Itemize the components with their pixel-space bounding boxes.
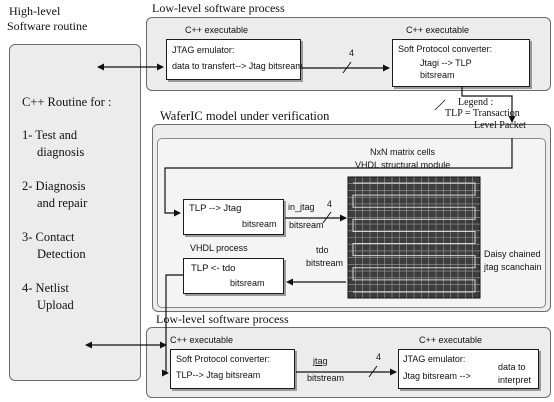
top-left-exec-label: C++ executable xyxy=(185,25,249,35)
tlp-to-jtag-box xyxy=(183,199,284,235)
bottom-right-exec-label: C++ executable xyxy=(419,335,483,345)
matrix-label-line2: VHDL structural module xyxy=(355,160,451,170)
routine-item-4-line1: 4- Netlist xyxy=(22,281,69,295)
in-jtag-width: 4 xyxy=(327,199,333,209)
top-emulator-line2: data to transfert--> Jtag bitsream xyxy=(172,61,303,71)
bottom-data-line1: data to xyxy=(498,362,526,372)
bottom-emulator-line2: Jtag bitsream --> xyxy=(403,371,471,381)
routine-item-2-line2: and repair xyxy=(37,196,88,210)
bus-slash-bottom xyxy=(368,365,378,378)
legend-line1: Legend : xyxy=(458,97,494,108)
daisy-chain-line1: Daisy chained xyxy=(484,249,541,259)
arrow-tlp-into-wafer xyxy=(164,138,513,217)
tlp-jtag-line2: bitsream xyxy=(242,219,277,229)
routine-item-1-line1: 1- Test and xyxy=(22,128,78,142)
top-converter-line2: Jtagi --> TLP xyxy=(420,58,472,68)
tlp-tdo-line1: TLP <- tdo xyxy=(191,263,236,274)
bus-slash-top xyxy=(342,61,352,74)
tlp-from-tdo-box xyxy=(183,258,284,294)
protocol-converter-box-bottom xyxy=(170,349,295,389)
tdo-sub: bitstream xyxy=(306,258,344,268)
arrow-tdo-to-converter xyxy=(162,274,183,377)
tlp-jtag-line1: TLP --> Jtag xyxy=(189,203,242,214)
daisy-chain-line2: jtag scanchain xyxy=(484,262,542,272)
nxn-matrix-block xyxy=(347,176,481,299)
protocol-converter-box-top xyxy=(392,39,530,87)
legend-pointer xyxy=(434,99,446,111)
high-level-routine-panel xyxy=(9,44,141,381)
top-emulator-line1: JTAG emulator: xyxy=(172,45,235,55)
bottom-converter-line2: TLP--> Jtag bitsream xyxy=(176,370,261,380)
routine-item-1-line2: diagnosis xyxy=(37,145,85,159)
in-jtag-label: in_jtag xyxy=(288,202,315,212)
wafer-title: WaferIC model under verification xyxy=(160,109,330,123)
top-converter-line3: bitsream xyxy=(420,70,455,80)
matrix-label-line1: NxN matrix cells xyxy=(370,147,436,157)
tdo-label: tdo xyxy=(316,245,329,255)
vhdl-process-label: VHDL process xyxy=(190,243,248,253)
top-process-title: Low-level software process xyxy=(152,1,285,15)
legend-line2: TLP = Transaction xyxy=(445,108,520,119)
bottom-jtag-sub: bitstream xyxy=(307,373,345,383)
routine-heading: C++ Routine for : xyxy=(22,95,112,109)
bottom-jtag-label: jtag xyxy=(313,356,328,366)
bottom-bus-width: 4 xyxy=(376,352,382,362)
bottom-data-line2: interpret xyxy=(498,375,532,385)
routine-item-4-line2: Upload xyxy=(37,298,74,312)
routine-item-3-line2: Detection xyxy=(37,247,86,261)
bottom-converter-line1: Soft Protocol converter: xyxy=(176,354,271,364)
arrow-converter-to-wafer xyxy=(461,87,516,123)
tlp-tdo-line2: bitsream xyxy=(230,278,265,288)
routine-item-3-line1: 3- Contact xyxy=(22,230,75,244)
scan-chain-path xyxy=(352,182,476,293)
bus-slash-in-jtag xyxy=(322,211,332,224)
jtag-emulator-box-bottom xyxy=(398,349,539,389)
in-jtag-sub: bitsream xyxy=(289,220,324,230)
bottom-left-exec-label: C++ executable xyxy=(170,335,234,345)
top-right-exec-label: C++ executable xyxy=(406,25,470,35)
jtag-emulator-box-top xyxy=(166,39,301,80)
top-bus-width: 4 xyxy=(349,48,355,58)
routine-item-2-line1: 2- Diagnosis xyxy=(22,179,86,193)
legend-line3: Level Packet xyxy=(474,120,526,131)
high-level-title-line2: Software routine xyxy=(7,19,88,33)
bottom-process-title: Low-level software process xyxy=(156,312,289,326)
top-converter-line1: Soft Protocol converter: xyxy=(398,44,493,54)
bottom-emulator-line1: JTAG emulator: xyxy=(403,354,466,364)
high-level-title-line1: High-level xyxy=(9,4,61,18)
